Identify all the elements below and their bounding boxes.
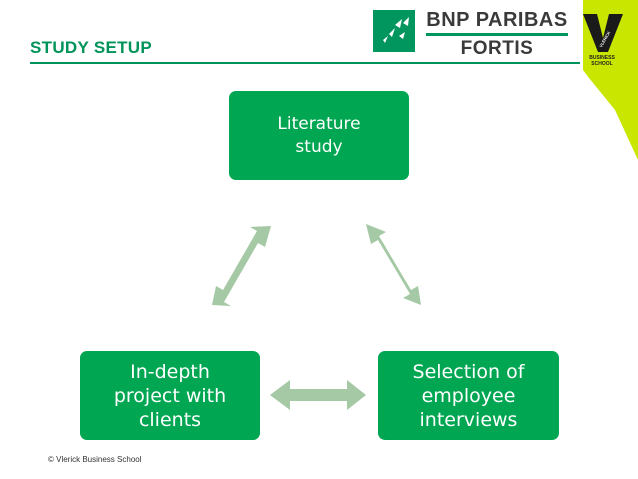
node-in-depth-project: In-depth project with clients: [80, 351, 260, 440]
bnp-paribas-fortis-logo: BNP PARIBAS FORTIS: [420, 10, 574, 58]
vlerick-business-school-label: BUSINESS SCHOOL: [584, 55, 620, 67]
bnp-stars-logo-icon: [373, 10, 415, 52]
arrow-bottom-cycle: [270, 380, 366, 410]
node-label: In-depth project with clients: [113, 360, 227, 431]
node-literature-study: Literature study: [229, 91, 409, 180]
bank-name-line2: FORTIS: [460, 38, 534, 59]
school-line1: BUSINESS: [589, 55, 615, 61]
bank-name-line1: BNP PARIBAS: [426, 9, 568, 31]
title-divider: [30, 62, 580, 64]
arrow-right-cycle: [366, 224, 421, 305]
vlerick-logo-icon: VLERICK: [583, 0, 638, 160]
node-selection-interviews: Selection of employee interviews: [378, 351, 559, 440]
school-line2: SCHOOL: [591, 61, 613, 67]
page-title: STUDY SETUP: [30, 38, 153, 57]
copyright-footer: © Vlerick Business School: [48, 455, 142, 464]
node-label: Literature study: [277, 113, 361, 157]
node-label: Selection of employee interviews: [412, 360, 525, 431]
logo-bar: [426, 33, 568, 36]
arrow-left-cycle: [212, 226, 271, 306]
